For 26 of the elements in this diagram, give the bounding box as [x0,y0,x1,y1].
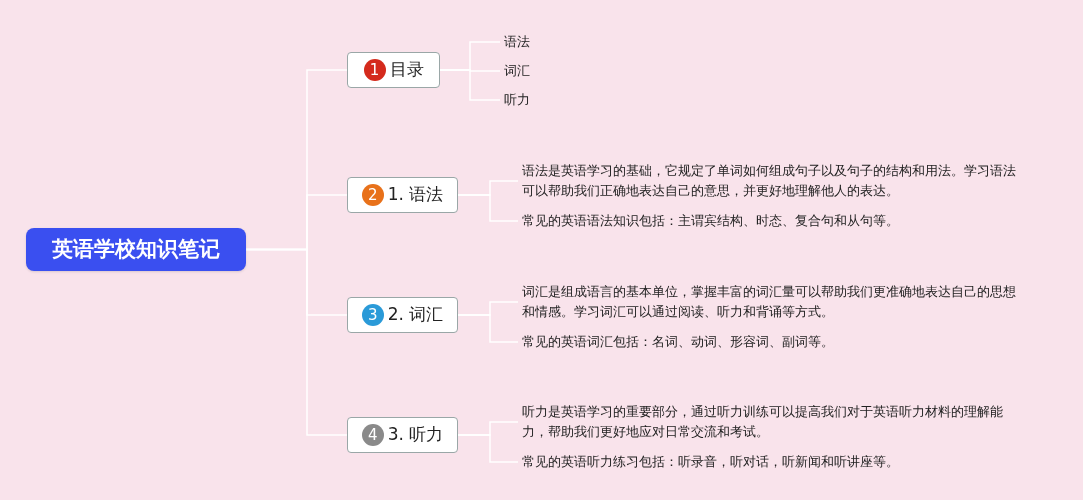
number-marker: 1 [363,59,386,81]
branch-label: 3. 听力 [387,423,444,447]
branch-box [347,417,458,453]
number-marker: 2 [361,184,384,206]
leaf-label: 听力 [504,91,530,109]
note-text: 词汇是组成语言的基本单位，掌握丰富的词汇量可以帮助我们更准确地表达自己的思想和情感。学习词汇可以通过阅读、听力和背诵等方式。 [522,283,1017,321]
note-text: 常见的英语语法知识包括：主谓宾结构、时态、复合句和从句等。 [522,212,899,230]
note-text: 听力是英语学习的重要部分，通过听力训练可以提高我们对于英语听力材料的理解能力，帮助我们更好地应对日常交流和考试。 [522,403,1004,441]
leaf-label: 语法 [504,33,530,51]
topic-title: 英语学校知识笔记 [52,235,220,263]
branch-box [347,297,458,333]
branch-label: 1. 语法 [387,183,444,207]
branch-label: 2. 词汇 [387,303,444,327]
note-text: 语法是英语学习的基础，它规定了单词如何组成句子以及句子的结构和用法。学习语法可以帮助我们正确地表达自己的意思，并更好地理解他人的表达。 [522,162,1017,200]
note-text: 常见的英语听力练习包括：听录音，听对话，听新闻和听讲座等。 [522,453,899,471]
connector-line [457,434,519,463]
leaf-label: 词汇 [504,62,530,80]
number-marker: 3 [361,304,384,326]
branch-label: 目录 [389,58,424,82]
connector-line [457,194,519,222]
connector-line [457,314,519,343]
branch-box [347,177,458,213]
root-topic-box [26,228,246,271]
branch-box [347,52,440,88]
number-marker: 4 [361,424,384,446]
note-text: 常见的英语词汇包括：名词、动词、形容词、副词等。 [522,333,834,351]
